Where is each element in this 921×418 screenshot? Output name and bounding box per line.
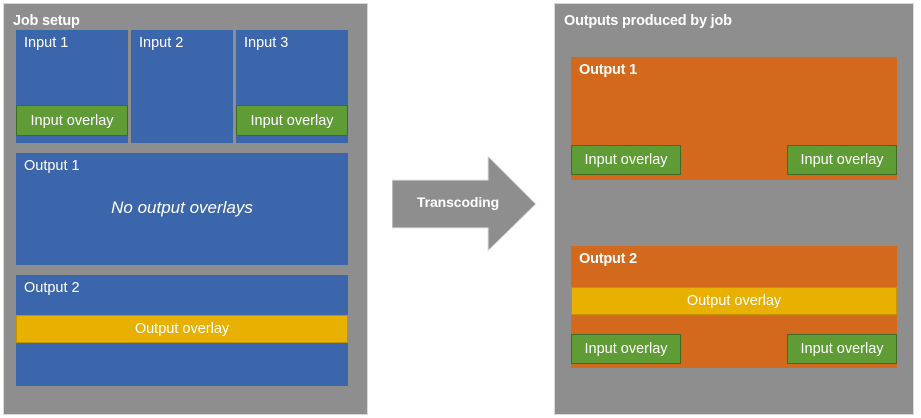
- no-output-overlays-note: No output overlays: [111, 198, 253, 217]
- produced-output-2-output-overlay[interactable]: Output overlay: [571, 287, 897, 315]
- input-3-label: Input 3: [244, 35, 289, 51]
- produced-output-2-input-overlay-left[interactable]: Input overlay: [571, 334, 681, 364]
- transcoding-arrow-label: Transcoding: [416, 194, 500, 210]
- input-2-label: Input 2: [139, 35, 184, 51]
- input-1-label: Input 1: [24, 35, 69, 51]
- produced-output-2-label: Output 2: [579, 251, 638, 267]
- input-1-input-overlay[interactable]: Input overlay: [16, 105, 128, 136]
- transcoding-arrow: Transcoding: [392, 156, 537, 252]
- input-3-input-overlay[interactable]: Input overlay: [236, 105, 348, 136]
- job-setup-panel-title: Job setup: [13, 13, 80, 29]
- job-setup-output-2-output-overlay[interactable]: Output overlay: [16, 315, 348, 343]
- job-setup-output-1-label: Output 1: [24, 158, 80, 174]
- arrow-right-icon: [392, 156, 537, 252]
- produced-output-1-input-overlay-right[interactable]: Input overlay: [787, 145, 897, 175]
- produced-output-1-input-overlay-left[interactable]: Input overlay: [571, 145, 681, 175]
- outputs-produced-panel-title: Outputs produced by job: [564, 13, 732, 29]
- job-setup-output-2-label: Output 2: [24, 280, 80, 296]
- produced-output-2-input-overlay-right[interactable]: Input overlay: [787, 334, 897, 364]
- input-2-box[interactable]: Input 2: [131, 30, 233, 143]
- produced-output-1-label: Output 1: [579, 62, 638, 78]
- job-setup-output-1-box[interactable]: Output 1 No output overlays: [16, 153, 348, 265]
